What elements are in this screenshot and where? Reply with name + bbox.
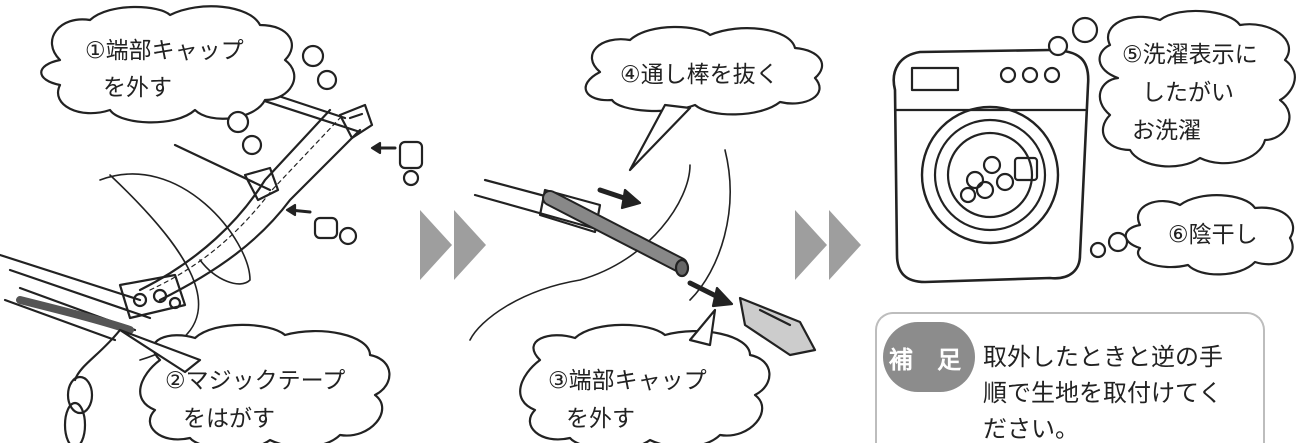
step-3-line-2: を外す — [566, 406, 635, 432]
progress-arrows — [420, 210, 861, 280]
arrow-icon — [420, 210, 452, 280]
step-3-line-1: ③端部キャップ — [548, 368, 707, 394]
cloud-step-2 — [139, 323, 391, 443]
supplement-text: 取外したときと逆の手 順で生地を取付けてく ださい。 — [983, 339, 1263, 447]
arrow-icon — [454, 210, 486, 280]
step-2-line-2: をはがす — [183, 406, 275, 432]
arrow-icon — [795, 210, 827, 280]
step-2-line-1: ②マジックテープ — [165, 368, 345, 394]
cloud-step-5 — [1098, 9, 1296, 168]
curtain-end-illustration — [0, 63, 424, 443]
cloud-step-3 — [519, 323, 771, 443]
cloud-step-4 — [584, 25, 823, 116]
cloud-step-1 — [40, 5, 296, 124]
supplement-text-line: 順で生地を取付けてく — [983, 379, 1223, 407]
supplement-text-line: ださい。 — [983, 415, 1079, 443]
supplement-badge: 補 足 — [883, 322, 975, 392]
step-5-line-1: ⑤洗濯表示に — [1122, 42, 1258, 68]
rod-removal-illustration — [469, 149, 817, 357]
step-4-label: ④通し棒を抜く — [620, 62, 779, 88]
arrow-icon — [829, 210, 861, 280]
supplement-text-line: 取外したときと逆の手 — [983, 343, 1223, 371]
cloud-step-6 — [1124, 194, 1295, 276]
step-5-line-3: お洗濯 — [1132, 118, 1201, 144]
step-6-label: ⑥陰干し — [1168, 222, 1258, 248]
step-1-line-1: ①端部キャップ — [85, 38, 244, 64]
step-5-line-2: したがい — [1142, 80, 1234, 106]
step-1-line-2: を外す — [103, 75, 172, 101]
washing-machine-illustration — [892, 48, 1090, 284]
